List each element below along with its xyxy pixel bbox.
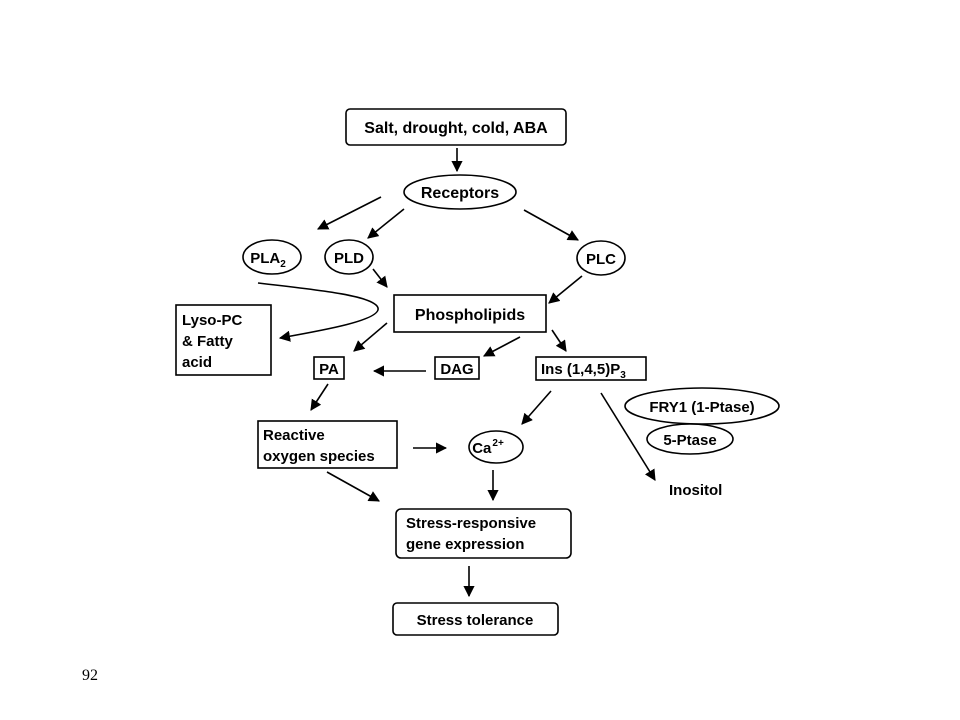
arrow-phospholipids-dag <box>483 336 521 357</box>
pld-label: PLD <box>334 250 364 267</box>
plc-node: PLC <box>576 240 626 276</box>
lyso-pc-line1: Lyso-PC <box>182 312 242 329</box>
pla2-label: PLA <box>250 250 280 267</box>
ros-box: Reactive oxygen species <box>257 420 398 469</box>
arrow-receptors-pla2 <box>317 196 382 230</box>
inositol-label: Inositol <box>669 482 722 499</box>
svg-text:PLA2: PLA2 <box>250 250 286 270</box>
svg-text:Ca2+: Ca2+ <box>472 438 504 457</box>
ins-p3-label: Ins (1,4,5)P <box>541 361 620 378</box>
pld-node: PLD <box>324 239 374 275</box>
arrow-pla2-lyso-pc <box>257 282 379 342</box>
pa-label: PA <box>319 361 339 378</box>
ins-p3-subscript: 3 <box>620 370 626 381</box>
arrow-pld-phospholipids <box>372 268 388 288</box>
fry1-node: FRY1 (1-Ptase) <box>624 387 780 425</box>
arrow-receptors-pld <box>367 208 405 239</box>
stress-tolerance-box: Stress tolerance <box>392 602 559 636</box>
lyso-pc-line3: acid <box>182 354 212 371</box>
lyso-pc-box: Lyso-PC & Fatty acid <box>175 304 272 376</box>
dag-box: DAG <box>434 356 480 380</box>
pla2-subscript: 2 <box>280 259 286 270</box>
arrow-ins-p3-inositol <box>600 392 656 481</box>
arrow-pa-ros <box>310 383 329 411</box>
ros-line1: Reactive <box>263 427 325 444</box>
page-number: 92 <box>82 667 98 684</box>
stimuli-box: Salt, drought, cold, ABA <box>345 108 567 146</box>
5-ptase-label: 5-Ptase <box>663 432 716 449</box>
receptors-node: Receptors <box>403 174 517 210</box>
calcium-node: Ca2+ <box>468 430 524 464</box>
receptors-label: Receptors <box>421 185 499 202</box>
fry1-label: FRY1 (1-Ptase) <box>649 399 754 416</box>
arrow-phospholipids-ins-p3 <box>551 329 567 352</box>
arrow-ros-gene-expression <box>326 471 380 502</box>
plc-label: PLC <box>586 251 616 268</box>
ros-line2: oxygen species <box>263 448 375 465</box>
ins-p3-box: Ins (1,4,5)P3 <box>535 356 647 381</box>
dag-label: DAG <box>440 361 473 378</box>
stress-tolerance-label: Stress tolerance <box>417 612 534 629</box>
svg-text:Ins (1,4,5)P3: Ins (1,4,5)P3 <box>541 361 626 381</box>
arrow-plc-phospholipids <box>548 275 583 304</box>
arrow-receptors-plc <box>523 209 579 241</box>
stimuli-label: Salt, drought, cold, ABA <box>364 120 548 137</box>
pa-box: PA <box>313 356 345 380</box>
lyso-pc-line2: & Fatty <box>182 333 233 350</box>
5-ptase-node: 5-Ptase <box>646 423 734 455</box>
gene-expression-line1: Stress-responsive <box>406 515 536 532</box>
calcium-label: Ca <box>472 440 492 457</box>
phospholipids-box: Phospholipids <box>393 294 547 333</box>
gene-expression-line2: gene expression <box>406 536 524 553</box>
arrow-phospholipids-pa <box>353 322 388 352</box>
gene-expression-box: Stress-responsive gene expression <box>395 508 572 559</box>
arrow-ins-p3-calcium <box>521 390 552 425</box>
phospholipids-label: Phospholipids <box>415 307 525 324</box>
calcium-superscript: 2+ <box>492 438 504 449</box>
pla2-node: PLA2 <box>242 239 302 275</box>
